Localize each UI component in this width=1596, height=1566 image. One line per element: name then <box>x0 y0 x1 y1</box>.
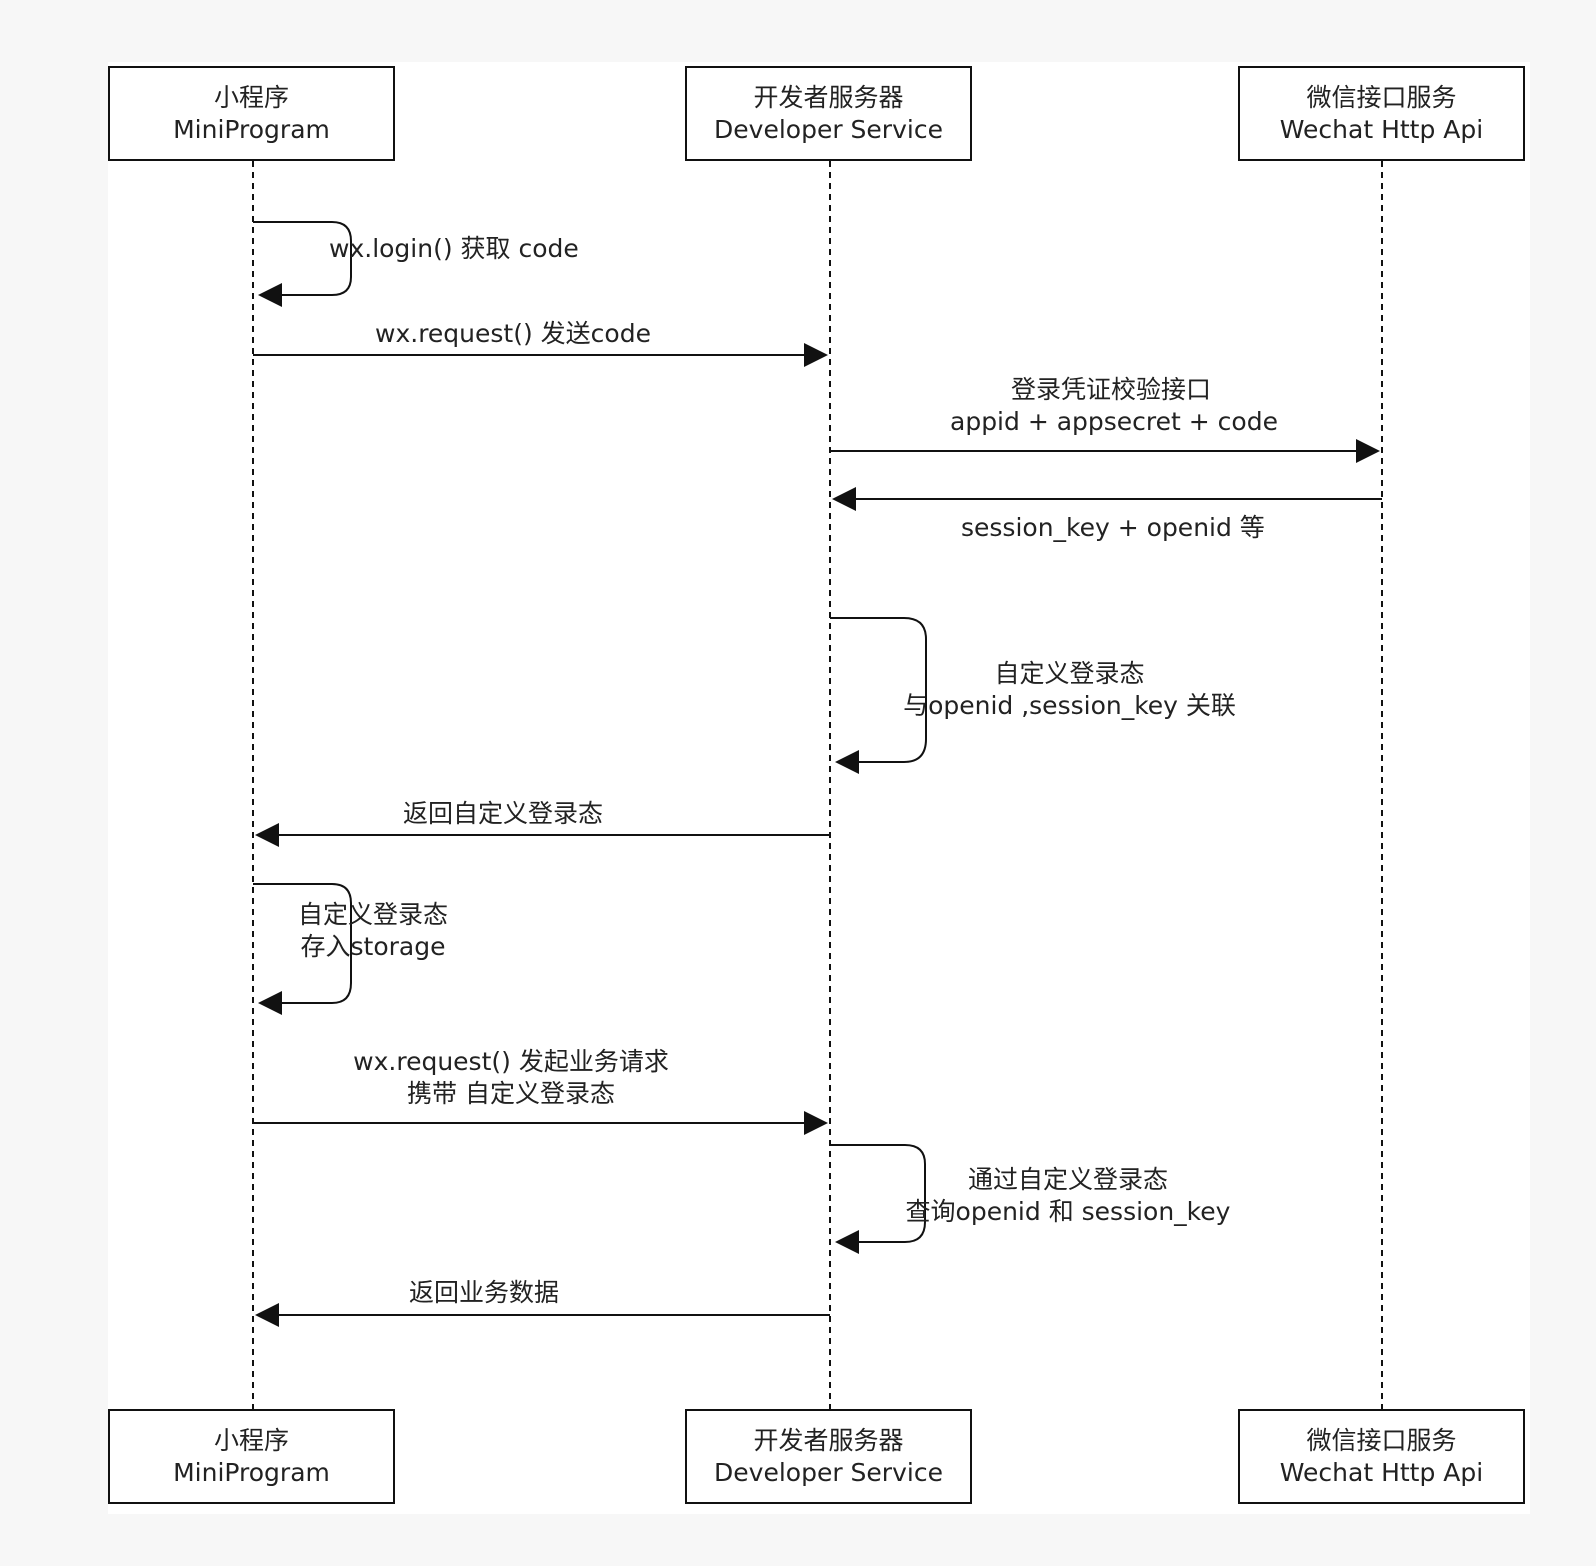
wx-login-self-arrow <box>253 221 352 307</box>
verify-login-label: 登录凭证校验接口 appid + appsecret + code <box>950 374 1278 438</box>
diagram-background <box>108 62 1530 1514</box>
actor-developer-bottom-name-en: Developer Service <box>714 1457 943 1487</box>
return-custom-state-label: 返回自定义登录态 <box>403 799 604 828</box>
actor-developer-bottom: 开发者服务器 Developer Service <box>685 1409 972 1504</box>
actor-miniprogram-bottom-name-en: MiniProgram <box>173 1457 330 1487</box>
actor-wechat-bottom-name-en: Wechat Http Api <box>1279 1457 1484 1487</box>
custom-state-label-line-2: 与openid ,session_key 关联 <box>903 691 1236 720</box>
send-code-label: wx.request() 发送code <box>375 319 651 348</box>
actor-miniprogram-top-name-en: MiniProgram <box>173 114 330 144</box>
actor-miniprogram-bottom: 小程序 MiniProgram <box>108 1409 395 1504</box>
store-state-self-arrow <box>253 883 352 1015</box>
query-label: 通过自定义登录态 查询openid 和 session_key <box>893 1164 1243 1228</box>
store-state-label-line-1: 自定义登录态 <box>297 900 448 929</box>
custom-state-label-line-1: 自定义登录态 <box>994 659 1145 688</box>
actor-developer-top-name-cn: 开发者服务器 <box>753 82 904 112</box>
actor-wechat-bottom-name-cn: 微信接口服务 <box>1306 1425 1457 1455</box>
actor-miniprogram-bottom-name-cn: 小程序 <box>213 1425 289 1455</box>
actor-wechat-top: 微信接口服务 Wechat Http Api <box>1238 66 1525 161</box>
query-self-arrow <box>830 1144 926 1254</box>
store-state-label-line-2: 存入storage <box>300 932 446 961</box>
actor-miniprogram-top-name-cn: 小程序 <box>213 82 289 112</box>
wx-login-label: wx.login() 获取 code <box>329 234 579 263</box>
custom-state-self-arrow <box>830 617 927 774</box>
session-return-label: session_key + openid 等 <box>961 513 1265 542</box>
return-business-data-label: 返回业务数据 <box>409 1278 560 1307</box>
actor-developer-top-name-en: Developer Service <box>714 114 943 144</box>
business-request-label-line-1: wx.request() 发起业务请求 <box>353 1047 669 1076</box>
verify-login-label-line-2: appid + appsecret + code <box>950 407 1278 436</box>
business-request-label-line-2: 携带 自定义登录态 <box>407 1079 615 1108</box>
custom-state-label: 自定义登录态 与openid ,session_key 关联 <box>891 658 1248 722</box>
actor-miniprogram-top: 小程序 MiniProgram <box>108 66 395 161</box>
actor-wechat-top-name-en: Wechat Http Api <box>1279 114 1484 144</box>
business-request-label: wx.request() 发起业务请求 携带 自定义登录态 <box>338 1046 684 1110</box>
store-state-label: 自定义登录态 存入storage <box>281 899 465 963</box>
actor-wechat-bottom: 微信接口服务 Wechat Http Api <box>1238 1409 1525 1504</box>
query-label-line-1: 通过自定义登录态 <box>967 1165 1168 1194</box>
actor-developer-bottom-name-cn: 开发者服务器 <box>753 1425 904 1455</box>
verify-login-label-line-1: 登录凭证校验接口 <box>1010 375 1211 404</box>
actor-wechat-top-name-cn: 微信接口服务 <box>1306 82 1457 112</box>
actor-developer-top: 开发者服务器 Developer Service <box>685 66 972 161</box>
query-label-line-2: 查询openid 和 session_key <box>905 1197 1231 1226</box>
